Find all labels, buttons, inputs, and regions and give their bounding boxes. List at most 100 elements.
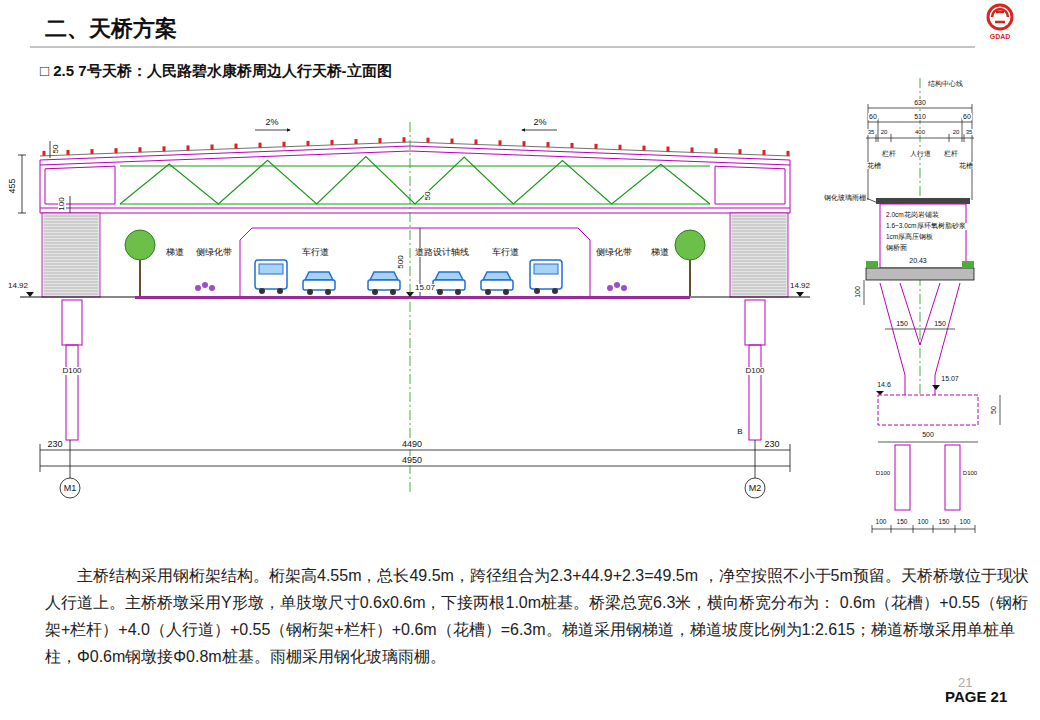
road-label: 梯道 [165,248,185,257]
piers [62,300,765,440]
stair-tread [44,219,98,220]
bus [530,260,562,294]
y-pier [878,283,978,510]
elevation-mark: 15.07 [940,375,960,382]
stair-tread [732,255,786,256]
layer-note: 1cm厚高压钢板 [885,234,934,241]
section-mark: B [736,428,743,436]
stair-tread [44,285,98,286]
railing-post [211,144,214,149]
elevation-mark: 14.92 [7,282,29,290]
railing-post [739,149,742,154]
end-panel [715,166,785,204]
stair-tread [44,240,98,241]
railing-post [91,149,94,154]
top-chord [40,146,790,160]
railing-post [643,146,646,151]
railing-post [427,138,430,143]
stair-tread [732,225,786,226]
slope-label: 2% [532,118,547,127]
stair-tread [732,243,786,244]
railing-post [43,151,46,156]
dimension: 100 [917,519,930,526]
railing-post [475,139,478,144]
page-number: 21 [958,676,972,689]
stair-tread [732,261,786,262]
road-label: 梯道 [650,248,670,257]
section-label: 结构中心线 [927,80,964,87]
logo [988,5,1012,29]
railing-post [715,148,718,153]
railing-post [355,139,358,144]
stair-tread [732,234,786,235]
section-deck [866,198,974,280]
section-label: 栏杆 [881,150,897,157]
dimension: 500 [397,254,405,269]
stair-tread [732,282,786,283]
road-label: 道路设计轴线 [414,248,470,257]
stair-tread [732,219,786,220]
stair-tread [44,255,98,256]
dim-tick [872,525,873,533]
dimension: 35 [867,129,876,135]
dim-tick [933,525,934,533]
stair-tread [44,258,98,259]
dimension: 630 [913,99,927,106]
railing-post [403,137,406,142]
dimension: 4950 [401,456,423,465]
dimension: 400 [914,129,926,135]
stair-tread [732,270,786,271]
dimension: 455 [8,177,17,194]
truss-chord [120,204,710,205]
railing-post [379,138,382,143]
dimension: 60 [868,113,878,120]
car [433,272,465,295]
stair-tread [732,294,786,295]
railing-post [283,142,286,147]
railing-post [331,140,334,145]
stair-tread [732,216,786,217]
truss [40,137,790,213]
road-label: 侧绿化带 [195,248,233,257]
header-rule [30,47,975,48]
road-label: 车行道 [301,248,330,257]
elevation-mark: 15.07 [414,284,436,292]
dimension: 510 [913,113,927,120]
stair-tread [44,279,98,280]
elevation-mark: 20.43 [908,257,928,264]
stair-tread [732,276,786,277]
tree [675,230,705,296]
elevation-mark: 14.92 [789,282,811,290]
stair-tread [732,237,786,238]
bus [255,260,287,294]
dimension: 100 [875,519,888,526]
section-label: 栏杆 [943,150,959,157]
railing-post [163,146,166,151]
stair-tread [44,261,98,262]
dimension: 4490 [401,440,423,449]
stair-tread [44,216,98,217]
railing-post [235,144,238,149]
stair-tread [44,276,98,277]
railing-post [619,145,622,150]
dimension: 100 [959,519,972,526]
dim-tick [955,525,956,533]
dimension: 20 [880,129,889,135]
railing-post [451,139,454,144]
deck-line [40,142,790,156]
stair-right [730,213,788,297]
section-ticks [872,525,975,533]
stair-tread [44,252,98,253]
stair-tread [44,246,98,247]
stair-tread [732,288,786,289]
railing-post [691,147,694,152]
car [368,272,400,295]
stair-tread [44,273,98,274]
subtitle: □ 2.5 7号天桥：人民路碧水康桥周边人行天桥-立面图 [40,63,392,78]
stair-tread [44,294,98,295]
railing-post [547,142,550,147]
stair-tread [732,279,786,280]
page-label: PAGE 21 [945,689,1007,704]
section-label: 人行道 [909,150,932,157]
bottom-chord [40,160,790,213]
